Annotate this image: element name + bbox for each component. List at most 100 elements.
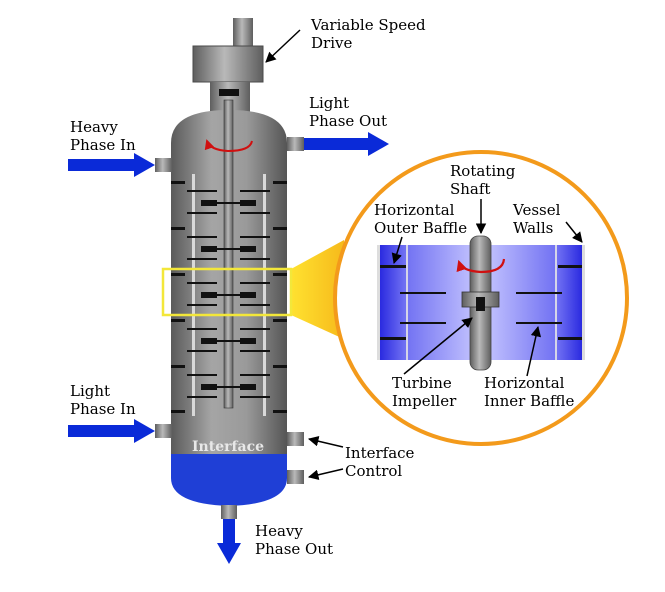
outer-baffle — [171, 410, 185, 413]
magnified-inner-wall-left — [406, 245, 408, 360]
magnified-inner-baffle — [400, 322, 446, 324]
outer-baffle — [171, 181, 185, 184]
impeller-blade — [201, 246, 217, 252]
outer-baffle — [273, 365, 287, 368]
drive-housing — [192, 45, 264, 83]
magnified-inner-baffle — [516, 292, 562, 294]
inner-baffle — [240, 328, 270, 330]
stage-baffles — [171, 181, 287, 413]
impeller-blade — [240, 292, 256, 298]
magnified-outer-baffle — [380, 337, 406, 340]
magnified-inner-wall-right — [555, 245, 557, 360]
light-phase-in-arrow — [68, 419, 155, 443]
rotation-arrow-magnified — [456, 258, 506, 274]
inner-baffle — [187, 328, 217, 330]
outer-baffle — [273, 227, 287, 230]
outer-baffle — [171, 319, 185, 322]
inner-baffle — [187, 236, 217, 238]
drive-shaft-top — [233, 18, 253, 48]
impeller-blade — [240, 338, 256, 344]
outer-baffle — [273, 319, 287, 322]
drive-pointer — [265, 29, 301, 63]
impeller-blade — [240, 384, 256, 390]
magnifier-ring — [333, 150, 629, 446]
light-in-nozzle — [155, 424, 172, 438]
impeller-arm — [217, 248, 240, 250]
inner-baffle — [187, 374, 217, 376]
impeller-arm — [217, 386, 240, 388]
rotating-shaft — [223, 99, 234, 409]
drive-coupling — [219, 89, 239, 96]
interface-nozzle-lower — [287, 470, 304, 484]
impeller-blade — [201, 384, 217, 390]
inner-baffle — [240, 304, 270, 306]
impeller-arm — [217, 202, 240, 204]
magnified-inner-baffle — [516, 322, 562, 324]
impeller-blade — [240, 200, 256, 206]
impeller-blade — [201, 338, 217, 344]
light-out-nozzle — [287, 137, 304, 151]
magnified-outer-baffle — [380, 265, 406, 268]
impeller-blade — [201, 200, 217, 206]
vessel-inner-wall-left — [192, 174, 195, 416]
magnified-impeller-blade — [476, 297, 485, 311]
outer-baffle — [171, 227, 185, 230]
outer-baffle — [171, 365, 185, 368]
magnified-outer-baffle — [558, 337, 582, 340]
impeller-arm — [217, 340, 240, 342]
heavy-out-nozzle — [221, 505, 237, 519]
interface-nozzle-upper — [287, 432, 304, 446]
outer-baffle — [171, 273, 185, 276]
inner-baffle — [240, 212, 270, 214]
inner-baffle — [240, 190, 270, 192]
inner-baffle-pointer — [526, 325, 542, 377]
inner-baffle — [187, 304, 217, 306]
vessel-inner-wall-right — [263, 174, 266, 416]
heavy-phase-in-arrow — [68, 153, 155, 177]
magnified-wall-right — [582, 245, 585, 360]
outer-baffle — [273, 410, 287, 413]
impeller-arm — [217, 294, 240, 296]
outer-baffle — [273, 181, 287, 184]
highlight-box — [161, 267, 293, 317]
magnified-inner-baffle — [400, 292, 446, 294]
inner-baffle — [187, 396, 217, 398]
inner-baffle — [187, 258, 217, 260]
inner-baffle — [240, 258, 270, 260]
inner-baffle — [187, 190, 217, 192]
outer-baffle-pointer — [391, 236, 403, 265]
inner-baffle — [240, 374, 270, 376]
inner-baffle — [240, 282, 270, 284]
interface-control-pointer-lower — [307, 468, 344, 480]
heavy-phase-liquid — [171, 454, 287, 506]
turbine-impeller-pointer — [403, 317, 473, 375]
magnified-wall-left — [377, 245, 380, 360]
inner-baffle — [187, 282, 217, 284]
inner-baffle — [187, 212, 217, 214]
heavy-phase-out-arrow — [217, 519, 241, 564]
interface-control-pointer-upper — [307, 436, 344, 448]
magnified-outer-baffle — [558, 265, 582, 268]
inner-baffle — [240, 350, 270, 352]
magnifier-cone — [291, 240, 346, 340]
outer-baffle — [273, 273, 287, 276]
inner-baffle — [240, 396, 270, 398]
light-phase-out-arrow — [304, 132, 389, 156]
inner-baffle — [240, 236, 270, 238]
vessel-walls-pointer — [565, 221, 583, 243]
heavy-in-nozzle — [155, 158, 172, 172]
interface-label: Interface — [192, 439, 264, 455]
